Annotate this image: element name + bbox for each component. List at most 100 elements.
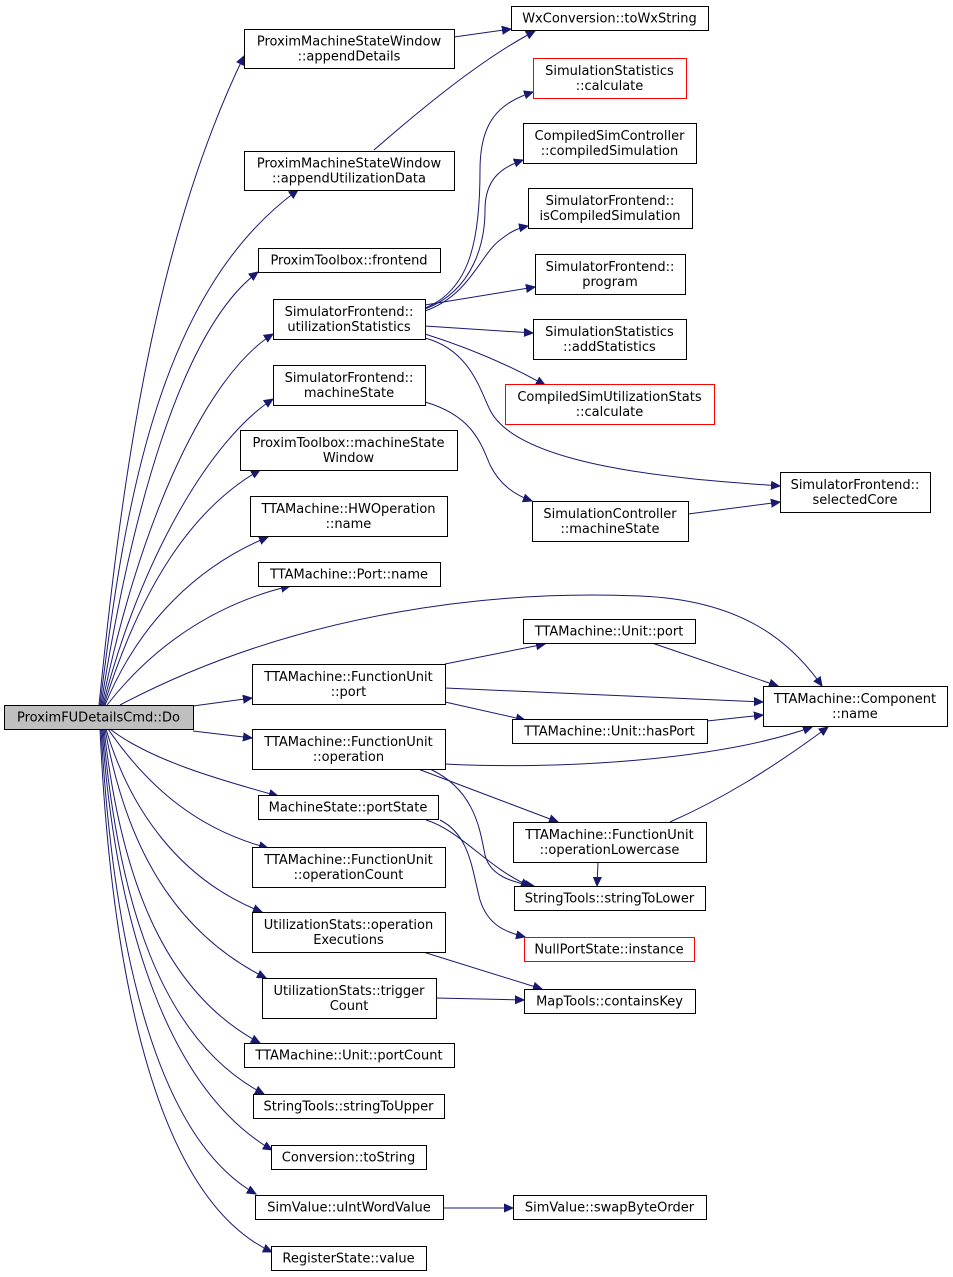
node-label: TTAMachine::FunctionUnit (263, 670, 432, 685)
node-sc-ms[interactable]: SimulationController::machineState (532, 501, 689, 542)
node-csus-calc[interactable]: CompiledSimUtilizationStats::calculate (505, 384, 715, 425)
node-pt-fe[interactable]: ProximToolbox::frontend (258, 248, 441, 273)
node-sf-sc[interactable]: SimulatorFrontend::selectedCore (780, 472, 931, 513)
node-label: ::machineState (560, 522, 659, 537)
node-ms-ps[interactable]: MachineState::portState (258, 795, 439, 820)
node-label: SimulationController (543, 507, 677, 522)
node-label: TTAMachine::Component (773, 692, 936, 707)
node-pmsw-aud[interactable]: ProximMachineStateWindow::appendUtilizat… (244, 151, 455, 191)
node-unit-hp[interactable]: TTAMachine::Unit::hasPort (512, 719, 708, 744)
node-box (535, 254, 686, 295)
node-label: CompiledSimController (535, 129, 686, 144)
node-label: NullPortState::instance (534, 943, 683, 958)
node-label: ProximMachineStateWindow (257, 157, 442, 172)
edge-root-proximtoolbox-frontend (100, 272, 258, 706)
node-fu-port[interactable]: TTAMachine::FunctionUnit::port (252, 664, 446, 705)
node-label: SimulationStatistics (545, 325, 674, 340)
node-label: RegisterState::value (282, 1252, 414, 1267)
node-fu-op[interactable]: TTAMachine::FunctionUnit::operation (252, 729, 446, 770)
node-label: MachineState::portState (269, 801, 428, 816)
node-label: TTAMachine::HWOperation (260, 502, 435, 517)
edge-utilizationstatistics-selectedcore (424, 337, 780, 486)
node-wx-tws[interactable]: WxConversion::toWxString (511, 6, 709, 31)
node-box (250, 496, 448, 537)
edge-operationexecutions-containskey (419, 950, 542, 989)
node-label: ::calculate (576, 79, 644, 94)
node-box (244, 29, 455, 69)
edge-root-port-name (106, 586, 290, 706)
node-sv-sbo[interactable]: SimValue::swapByteOrder (513, 1195, 707, 1220)
node-ss-add[interactable]: SimulationStatistics::addStatistics (533, 319, 687, 360)
node-label: machineState (304, 386, 394, 401)
node-pmsw-ad[interactable]: ProximMachineStateWindow::appendDetails (244, 29, 455, 69)
node-box (513, 1195, 707, 1220)
node-box (514, 886, 706, 911)
node-conv-ts[interactable]: Conversion::toString (271, 1145, 427, 1170)
node-label: ProximFUDetailsCmd::Do (17, 711, 180, 726)
edge-utilizationstatistics-program (424, 287, 535, 306)
edge-functionunit-operation-component-name (444, 727, 812, 767)
node-label: SimulatorFrontend:: (546, 194, 675, 209)
node-sf-ics[interactable]: SimulatorFrontend::isCompiledSimulation (528, 188, 693, 229)
node-box (252, 729, 446, 770)
nodes: ProximFUDetailsCmd::Do ProximMachineState… (4, 6, 948, 1271)
node-rs-value[interactable]: RegisterState::value (271, 1246, 427, 1271)
node-ss-calc[interactable]: SimulationStatistics::calculate (533, 58, 687, 99)
node-fu-oplc[interactable]: TTAMachine::FunctionUnit::operationLower… (513, 822, 707, 863)
node-box (532, 501, 689, 542)
node-box (271, 1246, 427, 1271)
node-label: ::compiledSimulation (541, 144, 679, 159)
node-root[interactable]: ProximFUDetailsCmd::Do (4, 705, 194, 730)
node-sv-uiwv[interactable]: SimValue::uIntWordValue (255, 1195, 444, 1220)
node-sf-us[interactable]: SimulatorFrontend::utilizationStatistics (273, 299, 426, 340)
node-box (523, 123, 697, 164)
edge-root-machinestate-portstate (109, 728, 278, 796)
node-nps-inst[interactable]: NullPortState::instance (524, 937, 695, 962)
node-label: SimulatorFrontend:: (791, 478, 920, 493)
edge-machinestate-simulationcontroller-machinestate (424, 401, 532, 501)
node-box (524, 937, 695, 962)
node-box (240, 430, 458, 471)
edge-root-simulatorfrontend-utilizationstatistics (101, 334, 273, 706)
node-st-upper[interactable]: StringTools::stringToUpper (253, 1094, 445, 1119)
node-st-lower[interactable]: StringTools::stringToLower (514, 886, 706, 911)
node-label: ::port (331, 685, 366, 700)
node-box (262, 978, 437, 1019)
edge-root-utilizationstats-triggercount (104, 728, 266, 978)
node-csc-cs[interactable]: CompiledSimController::compiledSimulatio… (523, 123, 697, 164)
node-box (258, 795, 439, 820)
node-label: SimValue::swapByteOrder (525, 1201, 695, 1216)
node-box (252, 664, 446, 705)
node-label: TTAMachine::FunctionUnit (524, 828, 693, 843)
node-box (512, 719, 708, 744)
node-sf-ms[interactable]: SimulatorFrontend::machineState (273, 365, 426, 406)
node-label: SimulatorFrontend:: (546, 260, 675, 275)
node-fu-opc[interactable]: TTAMachine::FunctionUnit::operationCount (252, 847, 446, 888)
node-box (252, 912, 446, 953)
node-label: MapTools::containsKey (536, 995, 683, 1010)
node-port-name[interactable]: TTAMachine::Port::name (258, 562, 441, 587)
node-label: SimulatorFrontend:: (285, 305, 414, 320)
node-label: ProximToolbox::frontend (270, 254, 427, 269)
node-hwop-name[interactable]: TTAMachine::HWOperation::name (250, 496, 448, 537)
node-comp-name[interactable]: TTAMachine::Component::name (763, 686, 948, 727)
node-label: Count (330, 999, 369, 1014)
edge-functionunit-port-unit-hasport (444, 701, 525, 720)
node-mt-ck[interactable]: MapTools::containsKey (524, 989, 696, 1014)
node-label: ::operation (313, 750, 384, 765)
node-label: ::name (832, 707, 878, 722)
node-box (763, 686, 948, 727)
node-sf-prog[interactable]: SimulatorFrontend::program (535, 254, 686, 295)
node-label: StringTools::stringToUpper (264, 1100, 435, 1115)
node-box (252, 847, 446, 888)
node-label: UtilizationStats::trigger (274, 984, 426, 999)
edge-root-component-name-top (119, 594, 822, 706)
node-unit-port[interactable]: TTAMachine::Unit::port (523, 619, 696, 644)
edge-root-functionunit-port (192, 698, 252, 707)
node-unit-pc[interactable]: TTAMachine::Unit::portCount (244, 1043, 455, 1068)
edges (98, 29, 828, 1252)
